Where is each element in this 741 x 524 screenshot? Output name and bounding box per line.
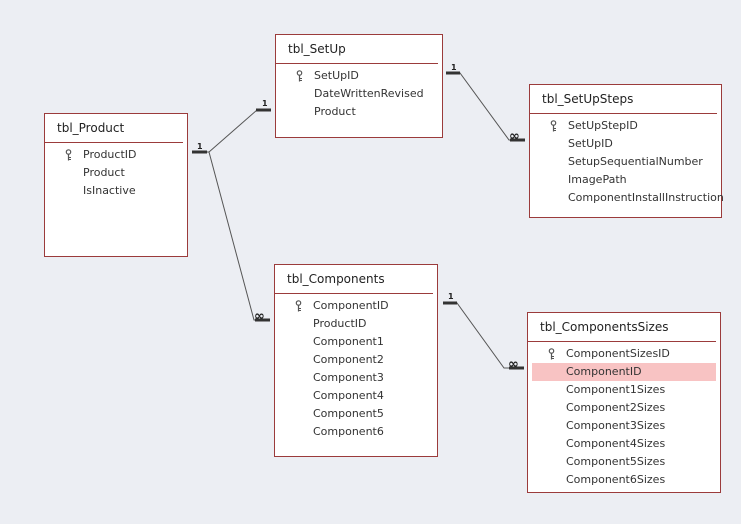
field-name: Component4 [313, 389, 384, 402]
table-setupsteps[interactable]: tbl_SetUpSteps SetUpStepID SetUpID Setup… [529, 84, 724, 218]
field-row[interactable]: ComponentSizesID [532, 345, 716, 363]
field-row[interactable]: Component2Sizes [532, 399, 716, 417]
field-row[interactable]: Component6 [279, 423, 433, 441]
field-row-selected[interactable]: ComponentID [532, 363, 716, 381]
field-name: Product [83, 166, 125, 179]
field-list: ComponentSizesID ComponentID Component1S… [528, 342, 720, 489]
field-row[interactable]: Product [49, 164, 183, 182]
field-name: Component2 [313, 353, 384, 366]
field-name: ProductID [83, 148, 137, 161]
field-name: IsInactive [83, 184, 136, 197]
field-list: SetUpID DateWrittenRevised Product [276, 64, 442, 121]
field-name: Component5 [313, 407, 384, 420]
cardinality-many-setupsteps: ∞ [509, 129, 520, 144]
field-name: ImagePath [568, 173, 627, 186]
primary-key-icon [550, 120, 557, 132]
table-product[interactable]: tbl_Product ProductID Product IsInactive [44, 113, 188, 257]
primary-key-icon [295, 300, 302, 312]
cardinality-one-setup-out: 1 [451, 63, 457, 72]
primary-key-icon [296, 70, 303, 82]
primary-key-icon [548, 348, 555, 360]
field-row[interactable]: ImagePath [534, 171, 717, 189]
field-name: Component1Sizes [566, 383, 666, 396]
field-name: ComponentSizesID [566, 347, 670, 360]
field-row[interactable]: Component4Sizes [532, 435, 716, 453]
field-row[interactable]: SetUpID [280, 67, 438, 85]
field-row[interactable]: ComponentInstallInstruction [534, 189, 724, 207]
field-row[interactable]: ProductID [279, 315, 433, 333]
field-list: ComponentID ProductID Component1 Compone… [275, 294, 437, 441]
field-name: Component4Sizes [566, 437, 666, 450]
cardinality-many-componentssizes: ∞ [508, 357, 519, 372]
primary-key-icon [65, 149, 72, 161]
field-row[interactable]: SetupSequentialNumber [534, 153, 717, 171]
field-name: SetUpID [314, 69, 359, 82]
field-name: ProductID [313, 317, 367, 330]
table-title[interactable]: tbl_Components [275, 265, 433, 294]
field-row[interactable]: Component5 [279, 405, 433, 423]
field-name: Component3Sizes [566, 419, 666, 432]
field-row[interactable]: Component3Sizes [532, 417, 716, 435]
field-row[interactable]: ComponentID [279, 297, 433, 315]
table-title[interactable]: tbl_SetUp [276, 35, 438, 64]
field-row[interactable]: Component4 [279, 387, 433, 405]
field-list: SetUpStepID SetUpID SetupSequentialNumbe… [530, 114, 724, 207]
table-setup[interactable]: tbl_SetUp SetUpID DateWrittenRevised Pro… [275, 34, 443, 138]
field-name: SetupSequentialNumber [568, 155, 703, 168]
field-row[interactable]: IsInactive [49, 182, 183, 200]
field-name: Component5Sizes [566, 455, 666, 468]
field-name: Component1 [313, 335, 384, 348]
field-name: ComponentInstallInstruction [568, 191, 724, 204]
field-row[interactable]: Component5Sizes [532, 453, 716, 471]
field-row[interactable]: Component2 [279, 351, 433, 369]
cardinality-one-components-out: 1 [448, 292, 454, 301]
field-name: SetUpID [568, 137, 613, 150]
field-name: ComponentID [313, 299, 389, 312]
field-name: Component3 [313, 371, 384, 384]
field-row[interactable]: Component1 [279, 333, 433, 351]
field-name: DateWrittenRevised [314, 87, 424, 100]
field-row[interactable]: SetUpID [534, 135, 717, 153]
table-componentssizes[interactable]: tbl_ComponentsSizes ComponentSizesID Com… [527, 312, 721, 493]
table-title[interactable]: tbl_Product [45, 114, 183, 143]
field-row[interactable]: Product [280, 103, 438, 121]
cardinality-many-components: ∞ [254, 309, 265, 324]
field-row[interactable]: Component3 [279, 369, 433, 387]
cardinality-one-product: 1 [197, 142, 203, 151]
field-row[interactable]: DateWrittenRevised [280, 85, 438, 103]
field-name: SetUpStepID [568, 119, 638, 132]
field-name: Component2Sizes [566, 401, 666, 414]
table-title[interactable]: tbl_SetUpSteps [530, 85, 717, 114]
table-components[interactable]: tbl_Components ComponentID ProductID Com… [274, 264, 438, 457]
field-name: Component6Sizes [566, 473, 666, 486]
field-name: Product [314, 105, 356, 118]
cardinality-one-setup-in: 1 [262, 99, 268, 108]
field-name: Component6 [313, 425, 384, 438]
field-row[interactable]: SetUpStepID [534, 117, 717, 135]
field-list: ProductID Product IsInactive [45, 143, 187, 200]
relationship-product-components [208, 151, 270, 321]
field-name: ComponentID [566, 365, 642, 378]
relationship-product-setup [192, 109, 270, 153]
table-title[interactable]: tbl_ComponentsSizes [528, 313, 716, 342]
field-row[interactable]: ProductID [49, 146, 183, 164]
field-row[interactable]: Component1Sizes [532, 381, 716, 399]
field-row[interactable]: Component6Sizes [532, 471, 716, 489]
